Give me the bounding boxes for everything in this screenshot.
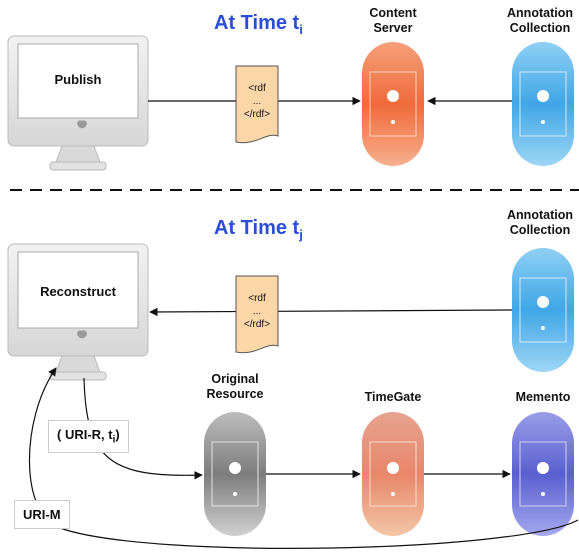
annotation-collection-icon-top xyxy=(512,42,574,166)
rdf-document-icon-top xyxy=(235,65,279,144)
timegate-label: TimeGate xyxy=(364,390,422,404)
memento-label: Memento xyxy=(515,390,571,404)
bottom-time-label: At Time tj xyxy=(214,217,303,242)
rdf-document-icon-bottom xyxy=(235,275,279,354)
reconstruct-label: Reconstruct xyxy=(40,284,116,299)
rdf-text-bottom: <rdf...</rdf> xyxy=(243,293,271,330)
rdf-text-top: <rdf...</rdf> xyxy=(243,83,271,120)
annotation-to-reconstruct-arrow xyxy=(149,307,513,317)
publish-label: Publish xyxy=(54,72,102,87)
uri-m-label: URI-M xyxy=(14,500,70,529)
annotation-collection-icon-bottom xyxy=(512,248,574,372)
uri-r-label: ( URI-R, ti) xyxy=(48,420,129,453)
publish-monitor-icon xyxy=(7,35,149,171)
reconstruct-to-original-curve xyxy=(83,377,203,480)
memento-to-reconstruct-curve xyxy=(28,367,579,549)
top-time-label: At Time ti xyxy=(214,12,303,37)
memento-icon xyxy=(512,412,574,536)
content-server-icon xyxy=(362,42,424,166)
reconstruct-monitor-icon xyxy=(7,243,149,381)
timegate-icon xyxy=(362,412,424,536)
original-resource-icon xyxy=(204,412,266,536)
